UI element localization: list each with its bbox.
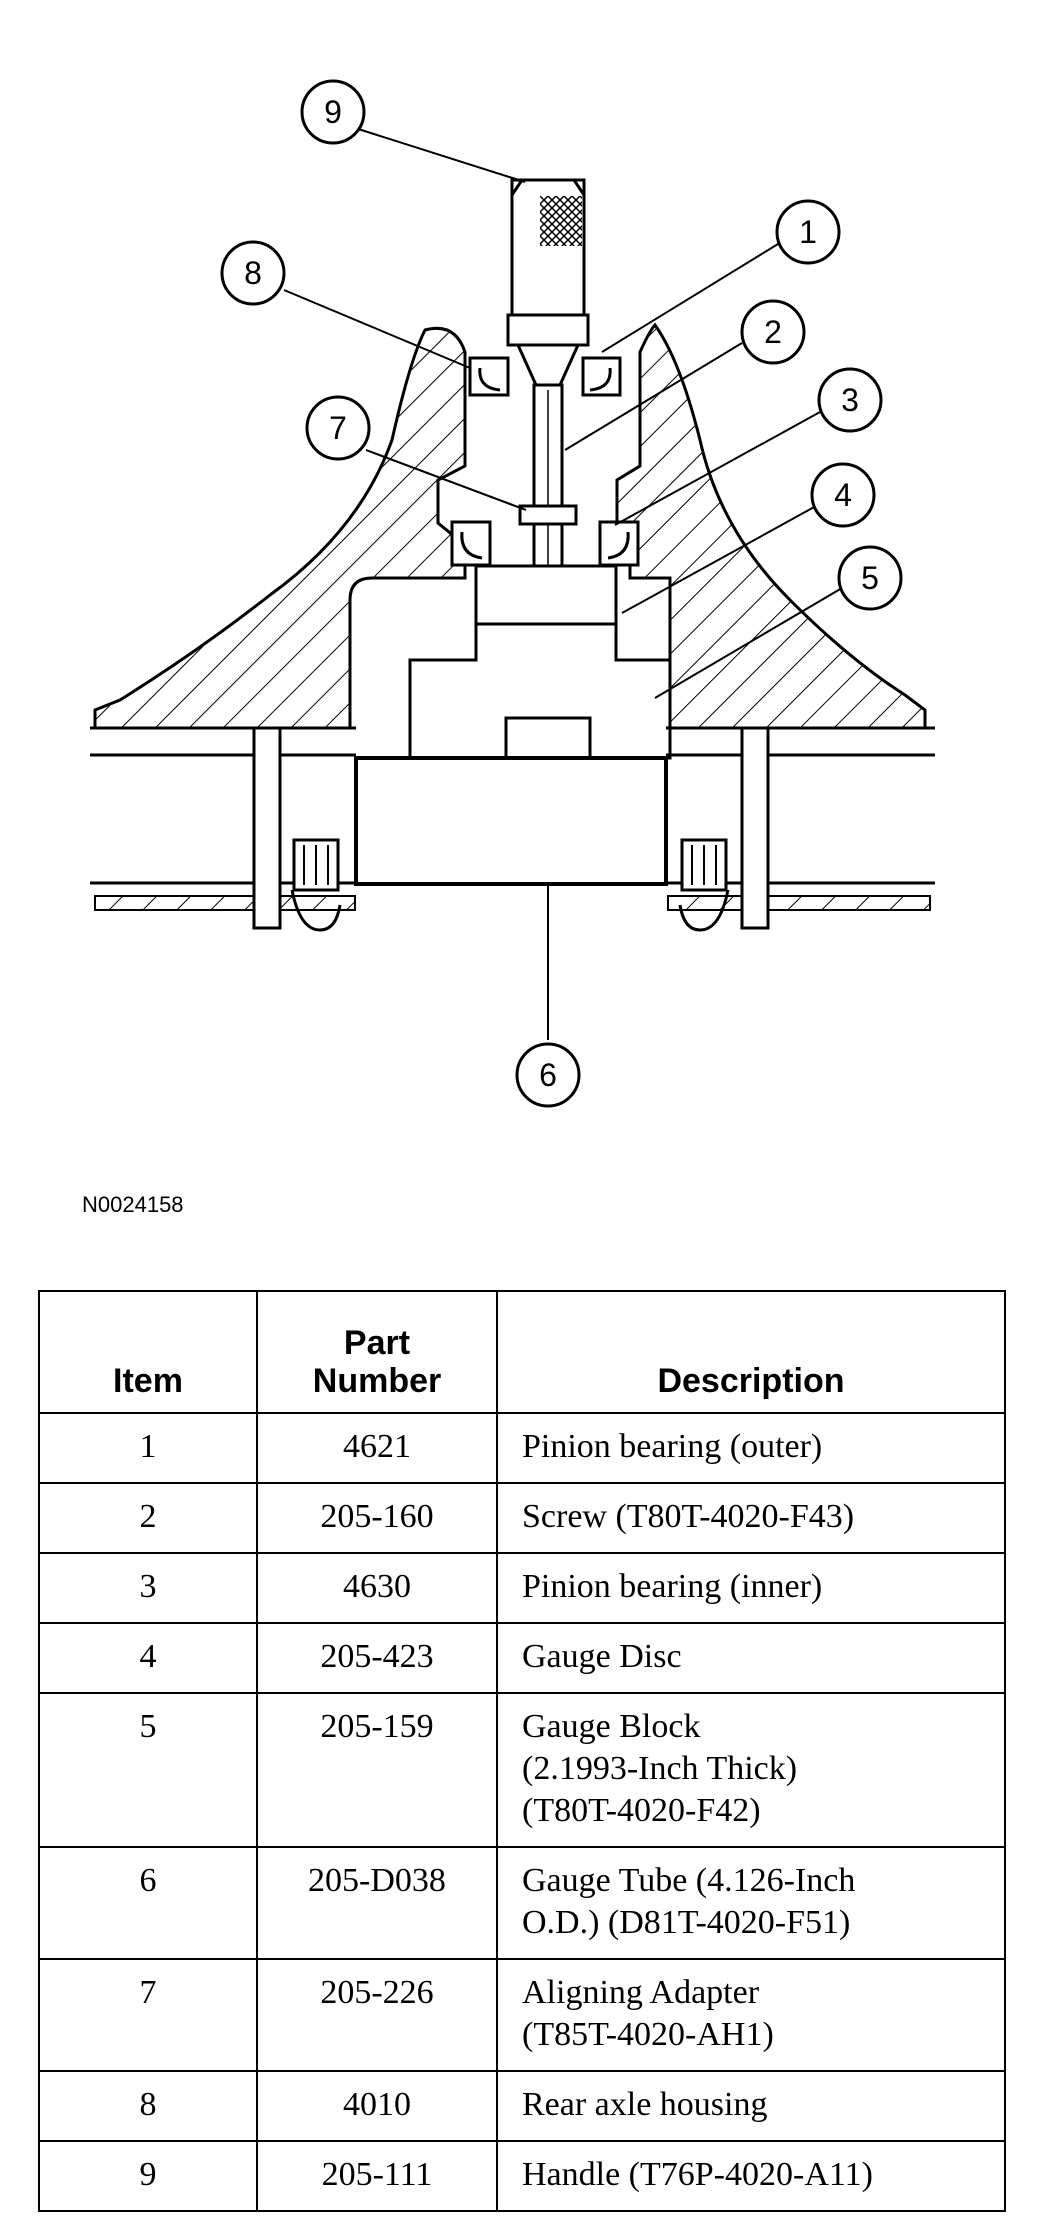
cell-part-number: 205-111 <box>256 2140 498 2212</box>
cell-description: Gauge Block (2.1993-Inch Thick) (T80T-40… <box>496 1692 1006 1848</box>
cell-item: 1 <box>38 1412 258 1484</box>
inner-bearing-right <box>598 520 640 567</box>
parts-table: Item Part Number Description 1 4621 Pini… <box>38 1290 1006 2212</box>
callout-3: 3 <box>817 367 883 433</box>
cell-description: Gauge Disc <box>496 1622 1006 1694</box>
cell-item: 6 <box>38 1846 258 1960</box>
table-header-row: Item Part Number Description <box>38 1290 1006 1414</box>
cell-item: 2 <box>38 1482 258 1554</box>
cell-description: Handle (T76P-4020-A11) <box>496 2140 1006 2212</box>
cell-part-number: 205-159 <box>256 1692 498 1848</box>
cell-item: 5 <box>38 1692 258 1848</box>
callout-7-label: 7 <box>329 410 347 446</box>
cell-item: 4 <box>38 1622 258 1694</box>
callout-2-label: 2 <box>764 314 782 350</box>
cell-part-number: 205-D038 <box>256 1846 498 1960</box>
cell-part-number: 205-226 <box>256 1958 498 2072</box>
rear-axle-housing-left <box>93 326 467 730</box>
callout-8: 8 <box>220 240 286 306</box>
table-row: 2 205-160 Screw (T80T-4020-F43) <box>38 1482 1006 1554</box>
table-row: 4 205-423 Gauge Disc <box>38 1622 1006 1694</box>
callout-9: 9 <box>300 79 366 145</box>
callout-5: 5 <box>837 545 903 611</box>
callout-6: 6 <box>515 1042 581 1108</box>
callout-1: 1 <box>775 199 841 265</box>
cell-description: Pinion bearing (inner) <box>496 1552 1006 1624</box>
figure-id: N0024158 <box>82 1192 184 1217</box>
header-item: Item <box>38 1290 258 1414</box>
cell-description: Rear axle housing <box>496 2070 1006 2142</box>
table-row: 5 205-159 Gauge Block (2.1993-Inch Thick… <box>38 1692 1006 1848</box>
callout-9-label: 9 <box>324 94 342 130</box>
table-row: 8 4010 Rear axle housing <box>38 2070 1006 2142</box>
gauge-tube <box>354 756 668 886</box>
table-row: 9 205-111 Handle (T76P-4020-A11) <box>38 2140 1006 2212</box>
callout-5-label: 5 <box>861 560 879 596</box>
table-row: 3 4630 Pinion bearing (inner) <box>38 1552 1006 1624</box>
table-row: 1 4621 Pinion bearing (outer) <box>38 1412 1006 1484</box>
callout-1-label: 1 <box>799 214 817 250</box>
callout-4-label: 4 <box>834 477 852 513</box>
table-row: 7 205-226 Aligning Adapter (T85T-4020-AH… <box>38 1958 1006 2072</box>
callout-8-label: 8 <box>244 255 262 291</box>
cell-item: 7 <box>38 1958 258 2072</box>
cell-description: Pinion bearing (outer) <box>496 1412 1006 1484</box>
cell-item: 8 <box>38 2070 258 2142</box>
cell-part-number: 205-423 <box>256 1622 498 1694</box>
outer-bearing-right <box>581 356 622 397</box>
cell-item: 9 <box>38 2140 258 2212</box>
callout-2: 2 <box>740 299 806 365</box>
outer-bearing-left <box>468 356 510 397</box>
callout-3-label: 3 <box>841 382 859 418</box>
callout-7: 7 <box>305 395 371 461</box>
cell-item: 3 <box>38 1552 258 1624</box>
inner-bearing-left <box>450 520 492 567</box>
gauge-block <box>408 622 672 760</box>
cell-description: Gauge Tube (4.126-Inch O.D.) (D81T-4020-… <box>496 1846 1006 1960</box>
header-part-number: Part Number <box>256 1290 498 1414</box>
cell-part-number: 4010 <box>256 2070 498 2142</box>
rear-axle-housing-right <box>615 322 927 730</box>
cell-part-number: 4630 <box>256 1552 498 1624</box>
cell-description: Screw (T80T-4020-F43) <box>496 1482 1006 1554</box>
aligning-adapter <box>518 504 578 526</box>
gauge-disc <box>474 564 618 626</box>
header-description: Description <box>496 1290 1006 1414</box>
cell-part-number: 205-160 <box>256 1482 498 1554</box>
pinion-depth-gauge-diagram: 9 1 8 2 7 3 4 5 6 <box>90 79 935 1108</box>
cell-description: Aligning Adapter (T85T-4020-AH1) <box>496 1958 1006 2072</box>
table-row: 6 205-D038 Gauge Tube (4.126-Inch O.D.) … <box>38 1846 1006 1960</box>
callout-6-label: 6 <box>539 1057 557 1093</box>
cell-part-number: 4621 <box>256 1412 498 1484</box>
callout-4: 4 <box>810 462 876 528</box>
